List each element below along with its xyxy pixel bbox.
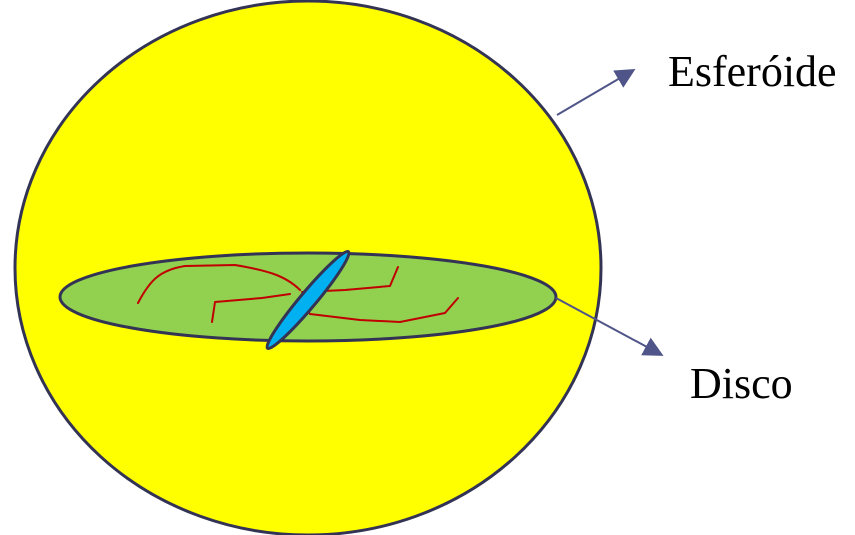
disk-leader-arrow [555, 297, 664, 356]
spheroid-leader-arrow [556, 68, 636, 116]
spiral-arm-trace [137, 264, 301, 304]
disk-label: Disco [690, 359, 793, 408]
central-bar [265, 249, 351, 351]
spheroid-label: Esferóide [668, 47, 837, 96]
spiral-arm-trace [211, 293, 291, 323]
